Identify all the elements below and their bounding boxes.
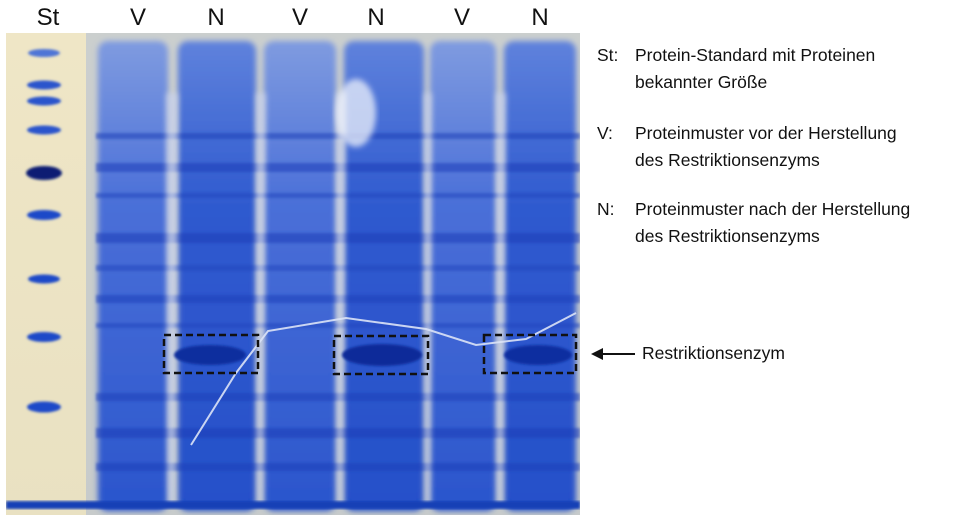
lane-n1 [178,41,256,511]
lane-n3 [504,41,576,511]
legend-key: N: [597,199,615,219]
lane-v1 [98,41,168,511]
legend-description: Proteinmuster nach der Herstellung des R… [635,196,960,250]
lane-label-n1: N [207,4,225,31]
dye-front [6,501,580,509]
legend-description: Proteinmuster vor der Herstellung des Re… [635,120,960,174]
legend-description: Protein-Standard mit Proteinen bekannter… [635,42,960,96]
gel-crack [190,312,577,446]
enzyme-annotation-label: Restriktionsenzym [642,343,785,363]
highlight-box-n3 [482,333,578,375]
legend-line: des Restriktionsenzyms [635,226,820,246]
protein-standard-ladder [26,49,62,413]
lane-label-v1: V [129,4,147,31]
lane-gaps [166,93,506,503]
lane-v3 [430,41,496,511]
legend-line: Proteinmuster vor der Herstellung [635,123,897,143]
highlight-box-n1 [162,333,260,375]
gel-glare [336,79,376,147]
legend-line: bekannter Größe [635,72,768,92]
legend-line: Proteinmuster nach der Herstellung [635,199,911,219]
lane-label-n3: N [531,4,549,31]
lane-label-n2: N [367,4,385,31]
lane-label-st: St [36,4,60,31]
legend-key: St: [597,45,619,65]
highlight-box-n2 [332,334,430,376]
lane-v2 [264,41,336,511]
arrow-left-icon [591,348,635,360]
sds-page-gel [6,33,580,515]
lane-label-v3: V [453,4,471,31]
legend-key: V: [597,123,613,143]
legend-line: Protein-Standard mit Proteinen [635,45,876,65]
legend-line: des Restriktionsenzyms [635,150,820,170]
enzyme-bands [174,344,572,366]
lane-label-v2: V [291,4,309,31]
